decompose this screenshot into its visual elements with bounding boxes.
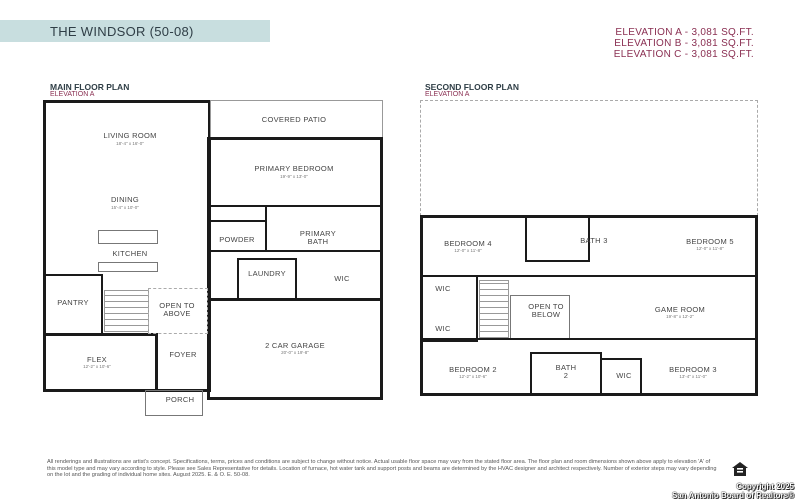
room-kitchen: KITCHEN bbox=[112, 249, 148, 258]
room-porch: PORCH bbox=[165, 395, 195, 404]
main-floor-subtitle: ELEVATION A bbox=[50, 91, 95, 98]
room-primary-bath: PRIMARY BATH bbox=[299, 229, 337, 246]
second-floor-subtitle: ELEVATION A bbox=[425, 91, 470, 98]
room-open-to-above: OPEN TO ABOVE bbox=[159, 301, 195, 318]
room-bedroom-5-dim: 12'-0" x 11'-8" bbox=[696, 246, 724, 251]
room-bedroom-5: BEDROOM 5 bbox=[686, 237, 734, 246]
room-bedroom-4-dim: 12'-0" x 11'-8" bbox=[454, 248, 482, 253]
room-bedroom-3: BEDROOM 3 bbox=[669, 365, 717, 374]
elevation-c-sqft: ELEVATION C - 3,081 SQ.FT. bbox=[613, 49, 754, 60]
room-wic-bedroom-3: WIC bbox=[616, 371, 632, 380]
room-garage-dim: 20'-0" x 19'-8" bbox=[281, 350, 309, 355]
room-primary-bedroom: PRIMARY BEDROOM bbox=[254, 164, 334, 173]
room-bedroom-4: BEDROOM 4 bbox=[444, 239, 492, 248]
second-floor-title: SECOND FLOOR PLAN bbox=[425, 82, 519, 92]
room-powder: POWDER bbox=[219, 235, 255, 244]
disclaimer-text: All renderings and illustrations are art… bbox=[47, 459, 717, 479]
room-wic-lower: WIC bbox=[435, 324, 451, 333]
room-wic: WIC bbox=[334, 274, 350, 283]
room-bath-3: BATH 3 bbox=[580, 236, 608, 245]
elevation-a-sqft: ELEVATION A - 3,081 SQ.FT. bbox=[615, 27, 754, 38]
page-title: THE WINDSOR (50-08) bbox=[50, 24, 194, 39]
room-dining: DINING bbox=[110, 195, 140, 204]
room-living-room-dim: 18'-4" x 16'-0" bbox=[116, 141, 144, 146]
title-banner bbox=[0, 20, 270, 42]
room-living-room: LIVING ROOM bbox=[103, 131, 157, 140]
copyright-line-1: Copyright 2025 bbox=[736, 482, 794, 491]
room-bedroom-2: BEDROOM 2 bbox=[449, 365, 497, 374]
copyright-line-2: San Antonio Board of Realtors® bbox=[671, 491, 794, 500]
room-bedroom-3-dim: 13'-4" x 11'-0" bbox=[679, 374, 707, 379]
room-flex: FLEX bbox=[87, 355, 107, 364]
equal-housing-icon bbox=[732, 462, 748, 476]
room-bedroom-2-dim: 12'-2" x 10'-6" bbox=[459, 374, 487, 379]
room-dining-dim: 15'-4" x 10'-0" bbox=[111, 205, 139, 210]
room-foyer: FOYER bbox=[169, 350, 197, 359]
room-covered-patio: COVERED PATIO bbox=[261, 115, 327, 124]
room-pantry: PANTRY bbox=[57, 298, 89, 307]
room-wic-upper: WIC bbox=[435, 284, 451, 293]
room-flex-dim: 12'-2" x 10'-6" bbox=[83, 364, 111, 369]
elevation-b-sqft: ELEVATION B - 3,081 SQ.FT. bbox=[614, 38, 754, 49]
room-game-room: GAME ROOM bbox=[654, 305, 706, 314]
room-laundry: LAUNDRY bbox=[248, 269, 286, 278]
room-bath-2: BATH 2 bbox=[555, 363, 577, 380]
main-floor-title: MAIN FLOOR PLAN bbox=[50, 82, 130, 92]
room-game-room-dim: 19'-8" x 12'-2" bbox=[666, 314, 694, 319]
room-open-to-below: OPEN TO BELOW bbox=[528, 302, 564, 319]
room-2-car-garage: 2 CAR GARAGE bbox=[265, 341, 325, 350]
room-primary-bedroom-dim: 19'-9" x 13'-0" bbox=[280, 174, 308, 179]
